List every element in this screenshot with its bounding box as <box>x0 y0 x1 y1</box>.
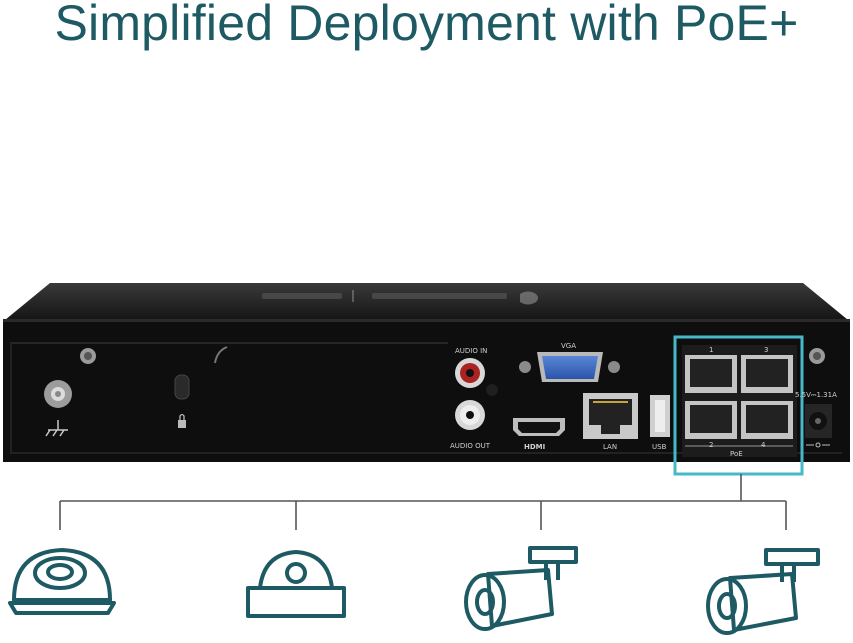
screw-icon <box>519 361 620 373</box>
lan-port[interactable] <box>583 393 638 439</box>
screw-icon <box>809 348 825 364</box>
dome-camera-icon <box>246 550 346 618</box>
audio-out-port[interactable] <box>455 400 485 430</box>
usb-port[interactable] <box>650 395 670 437</box>
poe-highlight-box <box>673 335 804 476</box>
bullet-camera-icon <box>464 546 578 631</box>
screw-icon <box>80 348 96 364</box>
vga-port[interactable] <box>537 352 603 382</box>
headline: Simplified Deployment with PoE+ <box>54 0 799 51</box>
usb-label: USB <box>652 443 667 451</box>
poe-port-2-label: 2 <box>709 441 713 449</box>
poe-label: PoE <box>730 450 743 458</box>
device-top <box>5 283 848 320</box>
poe-port-group: 1 3 2 4 PoE <box>682 345 797 458</box>
poe-connection-lines <box>59 474 787 530</box>
power-polarity-icon <box>806 442 830 448</box>
power-label: 5.5V⎓1.31A <box>795 391 837 399</box>
hdmi-port[interactable] <box>513 418 565 436</box>
power-port[interactable] <box>805 404 832 438</box>
nvr-device: AUDIO IN AUDIO OUT VGA HDMI <box>3 283 850 476</box>
poe-port-3[interactable] <box>741 355 793 393</box>
audio-in-port[interactable] <box>455 358 485 388</box>
poe-port-1-label: 1 <box>709 346 713 354</box>
audio-in-label: AUDIO IN <box>455 347 487 355</box>
poe-port-3-label: 3 <box>764 346 768 354</box>
bullet-camera-icon <box>706 548 820 635</box>
poe-port-4-label: 4 <box>761 441 766 449</box>
ground-icon <box>44 380 72 437</box>
audio-out-label: AUDIO OUT <box>450 442 491 450</box>
tp-link-logo <box>262 290 538 305</box>
hdmi-label: HDMI <box>524 443 545 451</box>
kensington-lock-icon <box>174 374 190 428</box>
turret-camera-icon <box>8 548 116 615</box>
vga-label: VGA <box>561 342 576 350</box>
lan-label: LAN <box>603 443 617 451</box>
poe-port-1[interactable] <box>685 355 737 393</box>
poe-port-2[interactable] <box>685 401 737 439</box>
poe-port-4[interactable] <box>741 401 793 439</box>
